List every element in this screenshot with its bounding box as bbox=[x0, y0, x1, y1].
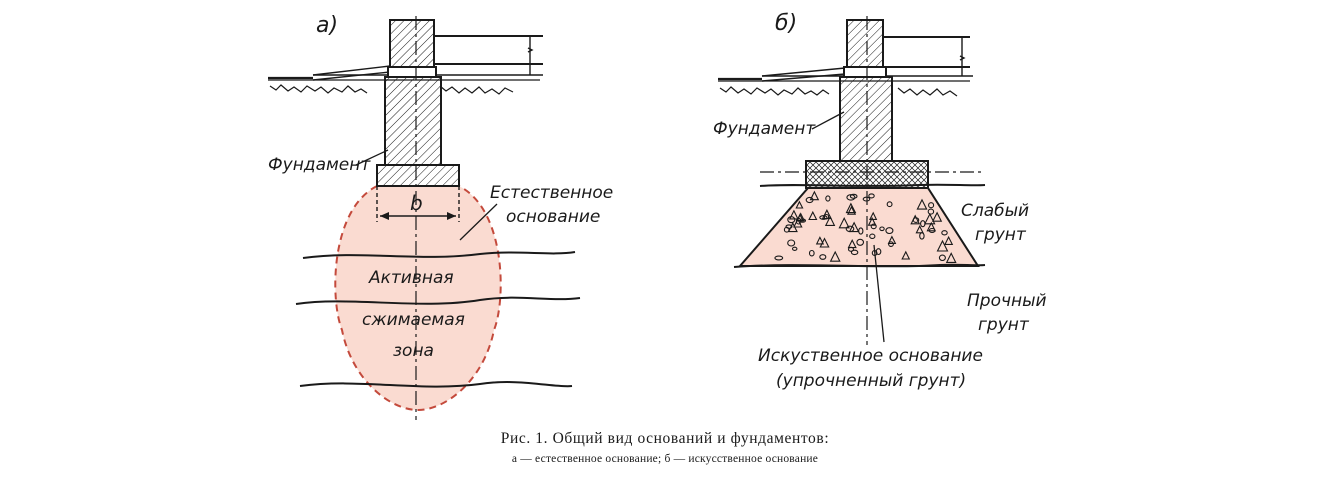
artificial-base-label-1: Искуственное основание bbox=[758, 346, 983, 366]
aggregate-particle bbox=[848, 221, 860, 233]
aggregate-particle bbox=[938, 254, 946, 262]
aggregate-particle bbox=[819, 215, 828, 220]
figure-caption: Рис. 1. Общий вид оснований и фундаменто… bbox=[500, 430, 830, 447]
aggregate-particle bbox=[887, 235, 897, 245]
panel-a-label: а) bbox=[316, 13, 338, 38]
aggregate-particle bbox=[885, 227, 894, 235]
aggregate-particle bbox=[944, 235, 954, 245]
aggregate-particle bbox=[920, 220, 926, 228]
weak-soil-label-2: грунт bbox=[975, 225, 1027, 245]
aggregate-particle bbox=[924, 212, 936, 225]
aggregate-particle bbox=[867, 216, 877, 226]
aggregate-particle bbox=[787, 216, 796, 224]
aggregate-particle bbox=[847, 205, 857, 215]
aggregate-particle bbox=[856, 238, 865, 246]
foundation-column-a bbox=[384, 76, 442, 166]
aggregate-particle bbox=[795, 217, 802, 225]
width-symbol: b bbox=[410, 191, 423, 215]
natural-base-label-1: Естественное bbox=[490, 183, 613, 203]
aggregate-particle bbox=[931, 211, 943, 222]
aggregate-particle bbox=[910, 214, 921, 225]
aggregate-particle bbox=[928, 227, 936, 234]
aggregate-particle bbox=[808, 249, 815, 257]
aggregate-particle bbox=[916, 198, 928, 210]
aggregate-particle bbox=[926, 221, 937, 232]
aggregate-particle bbox=[915, 224, 924, 234]
aggregate-particle bbox=[795, 200, 804, 209]
aggregate-particles bbox=[774, 190, 957, 263]
aggregate-particle bbox=[821, 208, 832, 220]
aggregate-particle bbox=[869, 233, 876, 240]
aggregate-particle bbox=[845, 202, 857, 214]
aggregate-particle bbox=[815, 236, 825, 245]
natural-base-label-2: основание bbox=[506, 207, 600, 227]
zone-label-3: зона bbox=[393, 341, 434, 361]
aggregate-particle bbox=[808, 210, 818, 221]
aggregate-particle bbox=[919, 232, 925, 240]
aggregate-particle bbox=[870, 223, 877, 230]
aggregate-particle bbox=[795, 213, 804, 222]
zone-label-2: сжимаемая bbox=[362, 310, 465, 330]
aggregate-particle bbox=[879, 226, 885, 232]
aggregate-particle bbox=[936, 239, 949, 252]
aggregate-particle bbox=[869, 211, 878, 220]
width-dimension bbox=[376, 186, 460, 222]
aggregate-particle bbox=[927, 208, 935, 215]
aggregate-particle bbox=[928, 202, 935, 209]
wall-a bbox=[389, 19, 435, 69]
figure-caption-legend: а — естественное основание; б — искусств… bbox=[511, 453, 819, 465]
aggregate-particle bbox=[809, 190, 820, 201]
artificial-base-label-2: (упрочненный грунт) bbox=[776, 371, 966, 391]
aggregate-particle bbox=[888, 241, 894, 247]
aggregate-particle bbox=[788, 209, 799, 220]
aggregate-particle bbox=[941, 230, 948, 236]
strong-soil-label-2: грунт bbox=[978, 315, 1030, 335]
aggregate-particle bbox=[849, 193, 858, 199]
aggregate-particle bbox=[847, 238, 857, 249]
foundation-label-b: Фундамент bbox=[713, 119, 816, 139]
weak-soil-label-1: Слабый bbox=[961, 201, 1029, 221]
aggregate-particle bbox=[838, 216, 850, 229]
aggregate-particle bbox=[901, 250, 911, 260]
aggregate-particle bbox=[824, 215, 836, 226]
artificial-base bbox=[737, 187, 980, 267]
panel-a: а) bbox=[268, 13, 613, 420]
aggregate-particle bbox=[829, 250, 841, 262]
aggregate-particle bbox=[774, 255, 784, 261]
aggregate-particle bbox=[886, 201, 893, 208]
aggregate-particle bbox=[783, 226, 790, 233]
aggregate-particle bbox=[819, 254, 827, 260]
wall-b bbox=[846, 19, 884, 69]
aggregate-particle bbox=[793, 217, 803, 228]
aggregate-particle bbox=[945, 252, 957, 263]
aggregate-particle bbox=[787, 239, 796, 247]
wall-base-a bbox=[387, 66, 437, 78]
aggregate-particle bbox=[791, 246, 798, 251]
foundation-footing-a bbox=[376, 164, 460, 187]
aggregate-particle bbox=[825, 195, 831, 202]
active-compression-zone bbox=[334, 185, 502, 412]
zone-label-1: Активная bbox=[368, 268, 454, 288]
strong-soil-label-1: Прочный bbox=[967, 291, 1047, 311]
soil-layer-lines bbox=[295, 251, 581, 388]
aggregate-particle bbox=[850, 249, 859, 256]
panel-b: б) Фундамент bbox=[713, 11, 1047, 391]
foundation-column-b bbox=[839, 76, 893, 162]
foundation-label-a: Фундамент bbox=[268, 155, 371, 175]
aggregate-particle bbox=[868, 193, 875, 199]
panel-b-label: б) bbox=[775, 11, 797, 36]
